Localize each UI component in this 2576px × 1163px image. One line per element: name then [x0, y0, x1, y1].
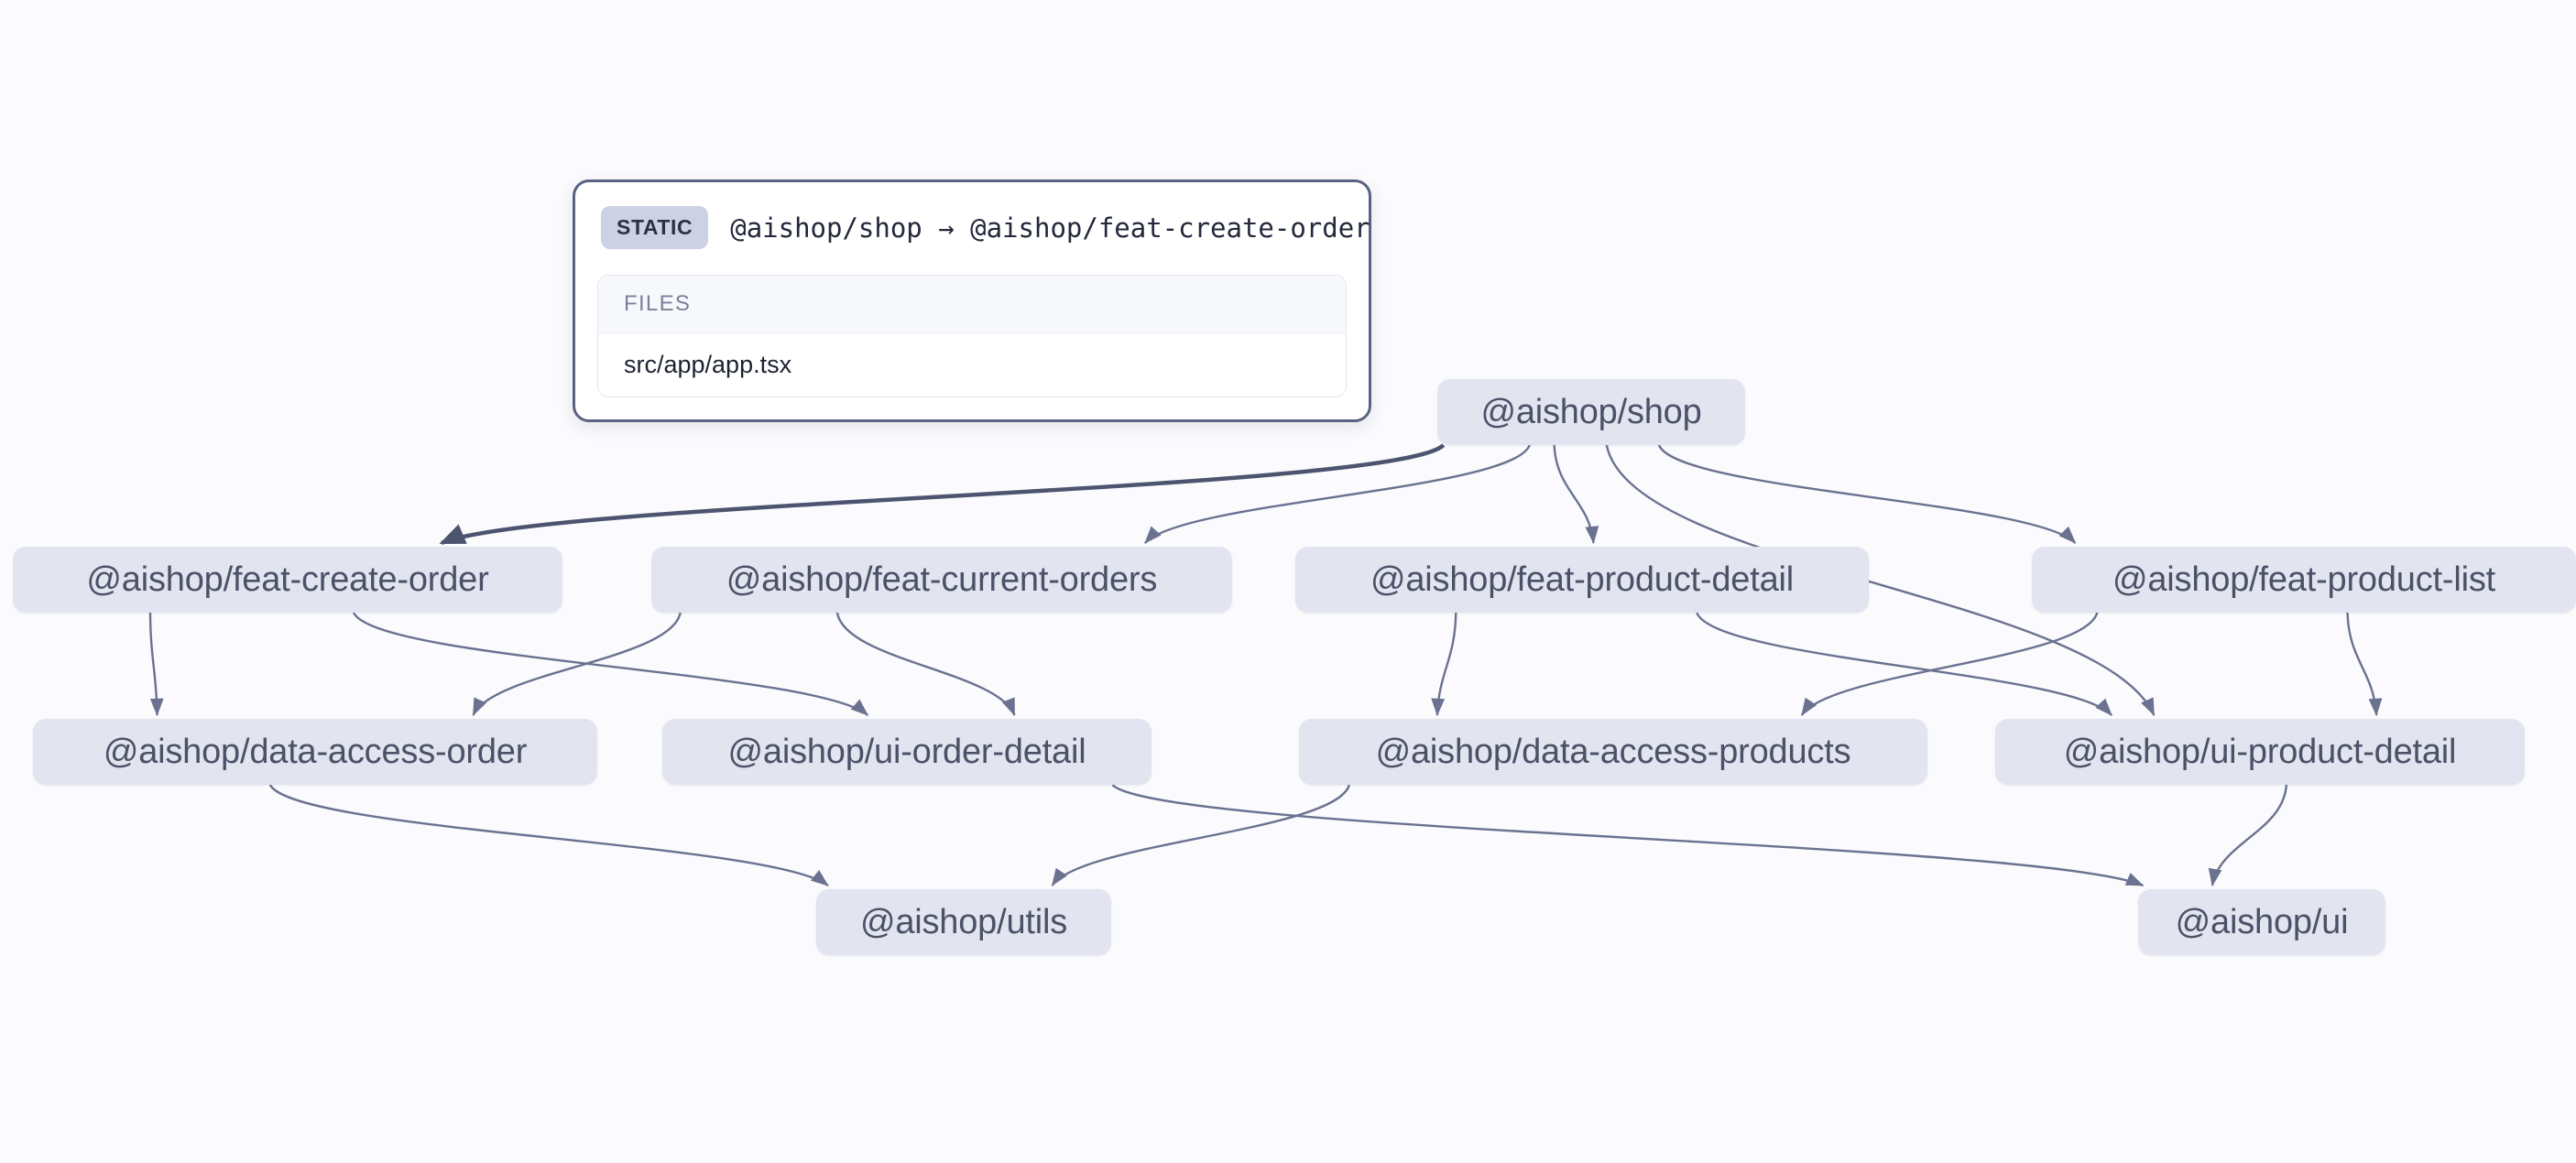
graph-node-label: @aishop/feat-product-list	[2112, 560, 2495, 599]
graph-edge-feat-current-orders-to-ui-order-detail[interactable]	[835, 612, 1016, 716]
tooltip-title: @aishop/shop → @aishop/feat-create-order	[730, 212, 1370, 244]
file-list-item[interactable]: src/app/app.tsx	[624, 351, 792, 378]
tooltip-header: STATIC @aishop/shop → @aishop/feat-creat…	[597, 202, 1370, 255]
graph-edge-feat-product-list-to-ui-product-detail[interactable]	[2346, 612, 2383, 716]
graph-node-feat-create-order[interactable]: @aishop/feat-create-order	[13, 547, 562, 613]
graph-edge-data-access-order-to-utils[interactable]	[268, 784, 829, 886]
static-badge: STATIC	[601, 206, 709, 249]
graph-node-ui-order-detail[interactable]: @aishop/ui-order-detail	[662, 719, 1152, 785]
graph-edge-shop-to-feat-create-order[interactable]	[439, 443, 1446, 546]
files-panel: FILES src/app/app.tsx	[597, 275, 1347, 397]
graph-node-feat-product-detail[interactable]: @aishop/feat-product-detail	[1295, 547, 1869, 613]
graph-edge-shop-to-ui-product-detail[interactable]	[1605, 444, 2156, 716]
graph-node-feat-product-list[interactable]: @aishop/feat-product-list	[2032, 547, 2576, 613]
graph-edge-shop-to-feat-product-list[interactable]	[1657, 444, 2077, 544]
graph-edge-ui-order-detail-to-ui[interactable]	[1111, 784, 2145, 887]
graph-edge-feat-product-detail-to-data-access-products[interactable]	[1431, 612, 1457, 716]
graph-edge-ui-product-detail-to-ui[interactable]	[2208, 784, 2288, 886]
graph-edge-feat-create-order-to-data-access-order[interactable]	[148, 612, 164, 716]
graph-edge-feat-product-detail-to-ui-product-detail[interactable]	[1696, 612, 2113, 716]
edge-detail-tooltip[interactable]: STATIC @aishop/shop → @aishop/feat-creat…	[573, 179, 1371, 422]
graph-node-label: @aishop/shop	[1480, 392, 1702, 431]
graph-edge-feat-create-order-to-ui-order-detail[interactable]	[352, 612, 869, 716]
graph-node-label: @aishop/feat-create-order	[86, 560, 489, 599]
graph-node-label: @aishop/utils	[859, 902, 1068, 941]
graph-node-label: @aishop/data-access-order	[103, 732, 528, 771]
graph-edge-feat-current-orders-to-data-access-order[interactable]	[472, 612, 682, 716]
graph-node-data-access-order[interactable]: @aishop/data-access-order	[33, 719, 597, 785]
graph-node-label: @aishop/feat-current-orders	[726, 560, 1158, 599]
graph-edge-data-access-products-to-utils[interactable]	[1051, 784, 1351, 886]
graph-node-label: @aishop/ui-product-detail	[2063, 732, 2457, 771]
graph-node-label: @aishop/feat-product-detail	[1370, 560, 1794, 599]
files-panel-header: FILES	[598, 276, 1346, 333]
graph-node-ui[interactable]: @aishop/ui	[2138, 889, 2385, 955]
graph-edge-shop-to-feat-current-orders[interactable]	[1144, 444, 1531, 544]
graph-node-label: @aishop/data-access-products	[1375, 732, 1851, 771]
graph-node-ui-product-detail[interactable]: @aishop/ui-product-detail	[1995, 719, 2525, 785]
graph-node-shop[interactable]: @aishop/shop	[1437, 379, 1745, 445]
graph-edge-feat-product-list-to-data-access-products[interactable]	[1800, 612, 2099, 716]
graph-edge-shop-to-feat-product-detail[interactable]	[1553, 444, 1599, 544]
graph-node-data-access-products[interactable]: @aishop/data-access-products	[1299, 719, 1927, 785]
graph-node-label: @aishop/ui	[2175, 902, 2349, 941]
graph-node-utils[interactable]: @aishop/utils	[816, 889, 1111, 955]
graph-node-label: @aishop/ui-order-detail	[727, 732, 1086, 771]
graph-node-feat-current-orders[interactable]: @aishop/feat-current-orders	[651, 547, 1232, 613]
